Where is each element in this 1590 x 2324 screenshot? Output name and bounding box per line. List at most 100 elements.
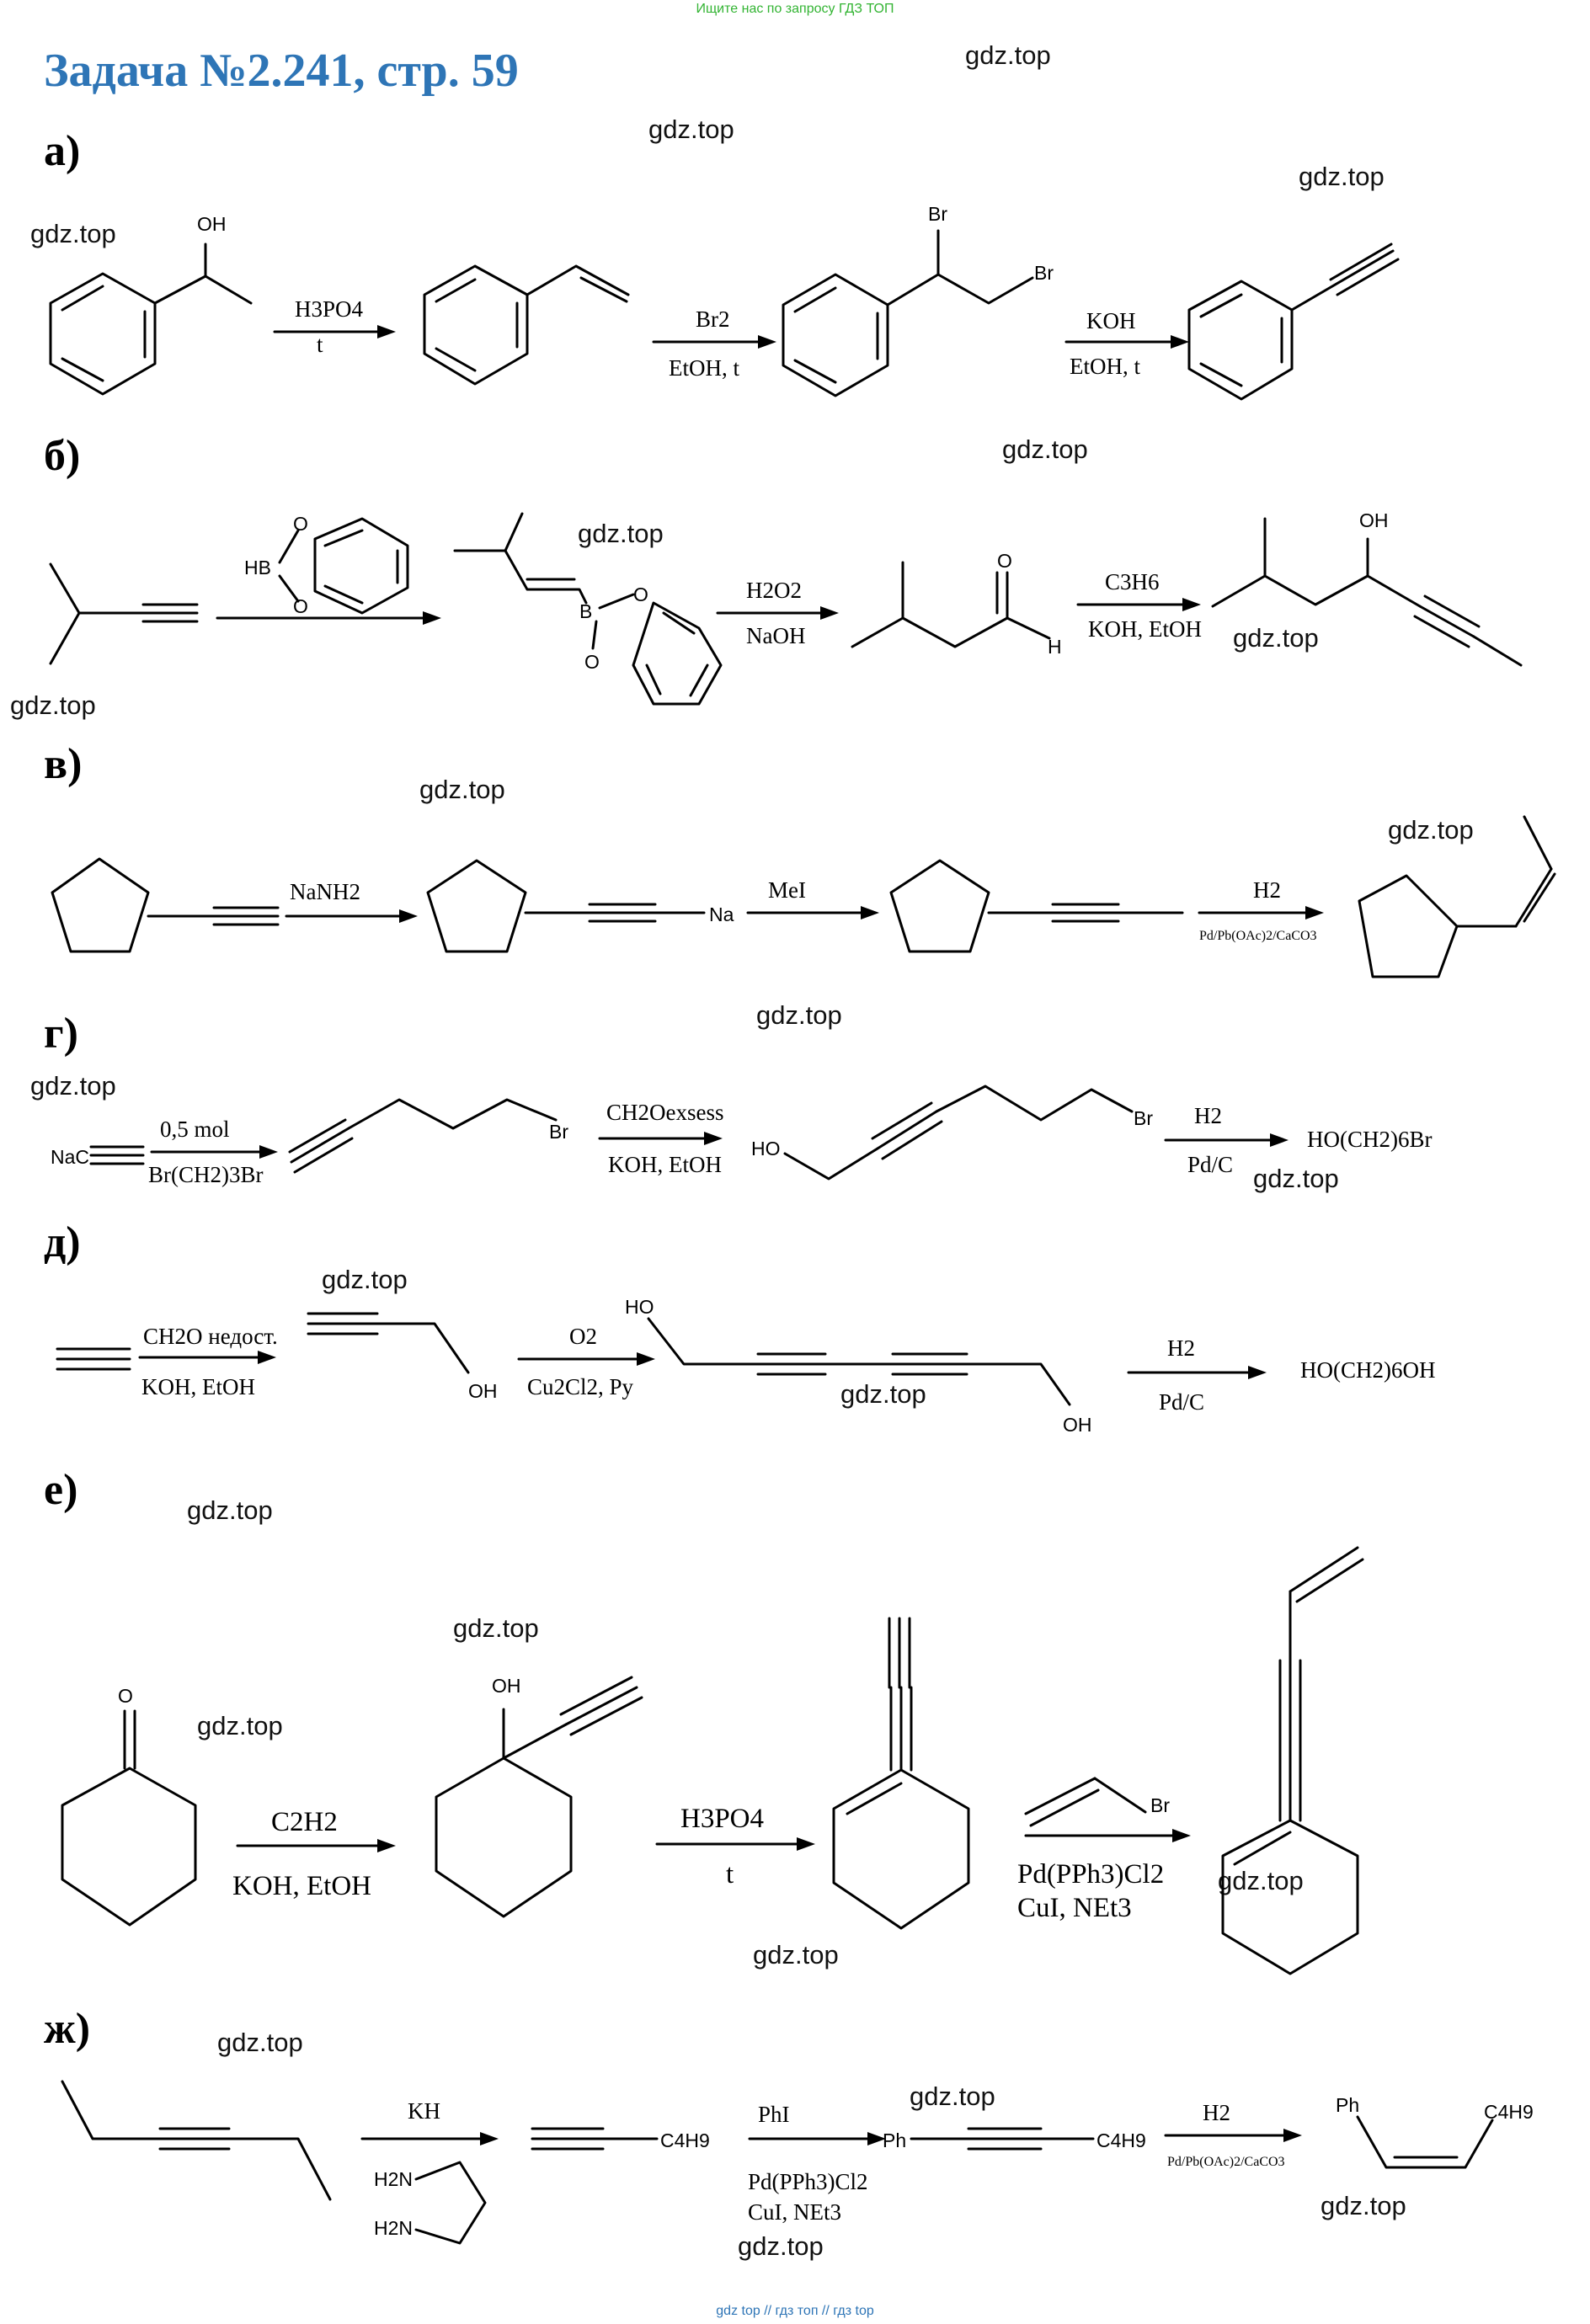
watermark: gdz.top: [1388, 815, 1474, 845]
atom-label: Na: [709, 903, 734, 925]
atom-label: H2N: [374, 2168, 413, 2190]
atom-label: O: [633, 584, 648, 605]
watermark: gdz.top: [10, 690, 96, 720]
watermark: gdz.top: [1253, 1164, 1339, 1193]
section-label-g: г): [44, 1010, 78, 1058]
atom-label: OH: [197, 213, 227, 235]
atom-label: HB: [244, 557, 271, 578]
reagent-label: PhI: [758, 2102, 790, 2127]
watermark: gdz.top: [738, 2231, 824, 2261]
watermark: gdz.top: [756, 1000, 842, 1030]
atom-label: OH: [1063, 1414, 1092, 1436]
reagent-label: KOH, EtOH: [1088, 616, 1202, 642]
watermark: gdz.top: [30, 219, 116, 248]
watermark: gdz.top: [1218, 1866, 1304, 1895]
reagent-label: Pd(PPh3)Cl2: [1017, 1859, 1164, 1890]
atom-label: Br: [1034, 262, 1054, 284]
atom-label: O: [997, 550, 1012, 572]
watermark: gdz.top: [1299, 162, 1385, 191]
watermark: gdz.top: [197, 1711, 283, 1740]
watermark: gdz.top: [217, 2028, 303, 2057]
reagent-label: t: [317, 332, 323, 357]
atom-label: Br: [1150, 1794, 1170, 1816]
reagent-label: Pd/C: [1159, 1389, 1204, 1415]
atom-label: OH: [468, 1380, 498, 1402]
scheme-v: NaNH2 Na MeI H2 Pd/Pb(OAc)2/CaCO3: [51, 815, 1556, 978]
scheme-zh: KH H2N H2N C4H9 PhI Pd(PPh3)Cl2 CuI, NEt…: [61, 2080, 1534, 2245]
scheme-b: HB O O B O O H2O2 NaOH O H C3H6 KOH, EtO…: [49, 509, 1523, 706]
reagent-label: MeI: [768, 877, 806, 903]
watermark: gdz.top: [910, 2081, 995, 2111]
atom-label: Br: [928, 203, 947, 225]
reagent-label: KH: [408, 2098, 440, 2124]
atom-label: H2N: [374, 2217, 413, 2239]
reagent-label: C3H6: [1105, 569, 1160, 594]
atom-label: H: [1048, 636, 1062, 658]
reagent-label: KOH: [1086, 308, 1136, 333]
atom-label: Br: [1134, 1107, 1153, 1129]
watermark: gdz.top: [187, 1495, 273, 1525]
watermark: gdz.top: [322, 1265, 408, 1294]
reagent-label: KOH, EtOH: [608, 1152, 722, 1177]
section-label-b: б): [44, 432, 81, 480]
scheme-e: O C2H2 KOH, EtOH OH H3PO4 t Br Pd(PPh3)C…: [61, 1546, 1364, 1975]
reagent-label: EtOH, t: [1070, 354, 1140, 379]
reagent-label: H3PO4: [680, 1804, 764, 1834]
reagent-label: Pd/Pb(OAc)2/CaCO3: [1167, 2155, 1285, 2169]
reagent-label: H2: [1194, 1103, 1222, 1128]
atom-label: NaC: [51, 1146, 89, 1168]
scheme-g: NaC 0,5 mol Br(CH2)3Br Br CH2Oexsess KOH…: [51, 1085, 1433, 1187]
reagent-label: CuI, NEt3: [748, 2199, 841, 2225]
reagent-label: Pd(PPh3)Cl2: [748, 2169, 868, 2194]
reagent-label: EtOH, t: [669, 355, 739, 381]
atom-label: HO: [625, 1296, 654, 1318]
reagent-label: KOH, EtOH: [232, 1871, 371, 1901]
page-title: Задача №2.241, стр. 59: [44, 45, 519, 97]
atom-label: O: [293, 513, 308, 535]
atom-label: Br: [549, 1121, 568, 1143]
atom-label: C4H9: [660, 2129, 710, 2151]
reagent-label: NaOH: [746, 623, 805, 648]
reagent-label: C2H2: [271, 1807, 338, 1837]
product-formula: HO(CH2)6Br: [1307, 1127, 1433, 1152]
reagent-label: CH2Oexsess: [606, 1100, 724, 1125]
section-label-d: д): [44, 1218, 81, 1266]
watermark: gdz.top: [840, 1379, 926, 1409]
reagent-label: 0,5 mol: [160, 1117, 230, 1142]
reagent-label: O2: [569, 1324, 597, 1349]
reagent-label: CuI, NEt3: [1017, 1893, 1132, 1923]
watermark: gdz.top: [753, 1940, 839, 1970]
reagent-label: H3PO4: [295, 296, 364, 322]
reagent-label: H2: [1167, 1335, 1195, 1361]
atom-label: C4H9: [1484, 2101, 1534, 2123]
reagent-label: Br(CH2)3Br: [148, 1162, 264, 1187]
atom-label: B: [579, 600, 592, 622]
scheme-a: OH H3PO4 t Br2 EtOH, t Br Br KOH EtOH, t: [49, 203, 1400, 401]
reagent-label: H2: [1253, 877, 1281, 903]
reagent-label: Pd/C: [1187, 1152, 1233, 1177]
atom-label: O: [293, 595, 308, 617]
section-label-zh: ж): [44, 2005, 91, 2053]
reagent-label: H2O2: [746, 578, 802, 603]
reagent-label: t: [726, 1859, 734, 1890]
atom-label: C4H9: [1096, 2129, 1146, 2151]
product-formula: HO(CH2)6OH: [1300, 1357, 1435, 1383]
atom-label: OH: [1359, 509, 1389, 531]
atom-label: HO: [751, 1138, 781, 1159]
watermark: gdz.top: [1002, 434, 1088, 464]
top-banner[interactable]: Ищите нас по запросу ГДЗ ТОП: [696, 2, 894, 16]
watermark: gdz.top: [453, 1613, 539, 1643]
section-label-v: в): [44, 740, 83, 788]
reagent-label: Pd/Pb(OAc)2/CaCO3: [1199, 929, 1317, 943]
watermark: gdz.top: [965, 40, 1051, 70]
reagent-label: H2: [1203, 2100, 1230, 2125]
atom-label: OH: [492, 1675, 521, 1697]
watermark: gdz.top: [648, 115, 734, 144]
scheme-d: CH2O недост. KOH, EtOH OH O2 Cu2Cl2, Py …: [56, 1296, 1435, 1436]
footer-links[interactable]: gdz top // гдз топ // гдз top: [716, 2304, 874, 2318]
reagent-label: Br2: [696, 306, 730, 332]
reagent-label: KOH, EtOH: [141, 1374, 255, 1399]
atom-label: Ph: [1336, 2094, 1359, 2116]
atom-label: Ph: [883, 2129, 906, 2151]
